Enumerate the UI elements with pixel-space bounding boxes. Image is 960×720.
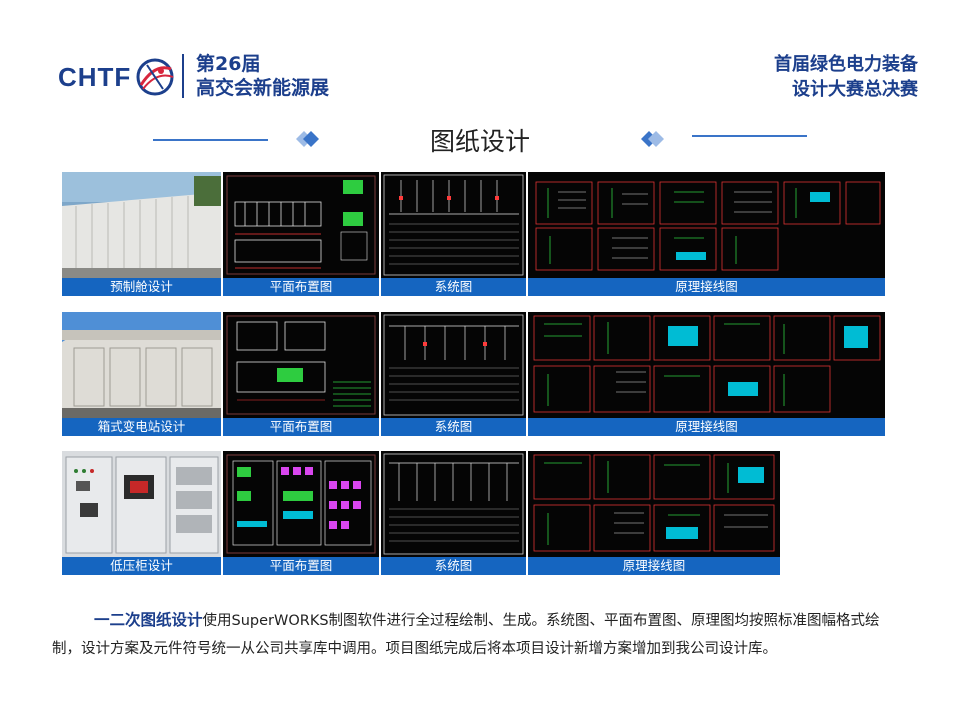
caption-layout: 平面布置图 <box>223 418 379 436</box>
description-text: 使用SuperWORKS制图软件进行全过程绘制、生成。系统图、平面布置图、原理图… <box>52 613 880 657</box>
caption-system: 系统图 <box>381 557 526 575</box>
drawing-cell-layout: 平面布置图 <box>223 451 379 575</box>
title-line-left <box>153 139 268 141</box>
contest-line-2: 设计大赛总决赛 <box>792 79 918 100</box>
system-drawing-thumbnail <box>381 312 526 418</box>
contest-line-1: 首届绿色电力装备 <box>774 54 918 75</box>
logo-emblem-icon <box>136 58 174 96</box>
prefab-cabin-photo <box>62 172 221 278</box>
edition-label: 第26届 高交会新能源展 <box>196 52 329 100</box>
drawing-cell-system: 系统图 <box>381 451 526 575</box>
box-substation-photo <box>62 312 221 418</box>
schematic-drawing-thumbnail <box>528 312 885 418</box>
drawing-cell-layout: 平面布置图 <box>223 172 379 296</box>
title-line-right <box>692 135 807 137</box>
drawing-cell-overview: 箱式变电站设计 <box>62 312 221 436</box>
caption-schematic: 原理接线图 <box>528 418 885 436</box>
logo-divider <box>182 54 184 98</box>
drawing-cell-overview: 低压柜设计 <box>62 451 221 575</box>
drawing-cell-schematic: 原理接线图 <box>528 172 885 296</box>
caption-prefab-cabin: 预制舱设计 <box>62 278 221 296</box>
caption-box-substation: 箱式变电站设计 <box>62 418 221 436</box>
logo-text: CHTF <box>58 61 132 92</box>
caption-layout: 平面布置图 <box>223 557 379 575</box>
page-title: 图纸设计 <box>429 127 530 156</box>
low-voltage-cabinet-photo <box>62 451 221 557</box>
schematic-drawing-thumbnail <box>528 451 780 557</box>
section-title-bar: 图纸设计 <box>0 120 960 160</box>
schematic-drawing-thumbnail <box>528 172 885 278</box>
drawing-cell-layout: 平面布置图 <box>223 312 379 436</box>
edition-line-1: 第26届 <box>196 53 261 75</box>
caption-layout: 平面布置图 <box>223 278 379 296</box>
system-drawing-thumbnail <box>381 172 526 278</box>
caption-system: 系统图 <box>381 278 526 296</box>
system-drawing-thumbnail <box>381 451 526 557</box>
caption-schematic: 原理接线图 <box>528 557 780 575</box>
layout-drawing-thumbnail <box>223 312 379 418</box>
drawing-cell-system: 系统图 <box>381 312 526 436</box>
layout-drawing-thumbnail <box>223 451 379 557</box>
drawing-cell-schematic: 原理接线图 <box>528 451 780 575</box>
description-paragraph: 一二次图纸设计使用SuperWORKS制图软件进行全过程绘制、生成。系统图、平面… <box>52 606 894 663</box>
chtf-logo: CHTF <box>58 54 177 100</box>
drawing-cell-system: 系统图 <box>381 172 526 296</box>
caption-schematic: 原理接线图 <box>528 278 885 296</box>
caption-system: 系统图 <box>381 418 526 436</box>
layout-drawing-thumbnail <box>223 172 379 278</box>
description-lead: 一二次图纸设计 <box>94 611 203 629</box>
diamond-decoration-icon <box>641 131 664 147</box>
edition-line-2: 高交会新能源展 <box>196 77 330 99</box>
contest-label: 首届绿色电力装备 设计大赛总决赛 <box>774 52 918 102</box>
caption-low-voltage-cabinet: 低压柜设计 <box>62 557 221 575</box>
diamond-decoration-icon <box>296 131 319 147</box>
drawing-cell-overview: 预制舱设计 <box>62 172 221 296</box>
drawing-cell-schematic: 原理接线图 <box>528 312 885 436</box>
